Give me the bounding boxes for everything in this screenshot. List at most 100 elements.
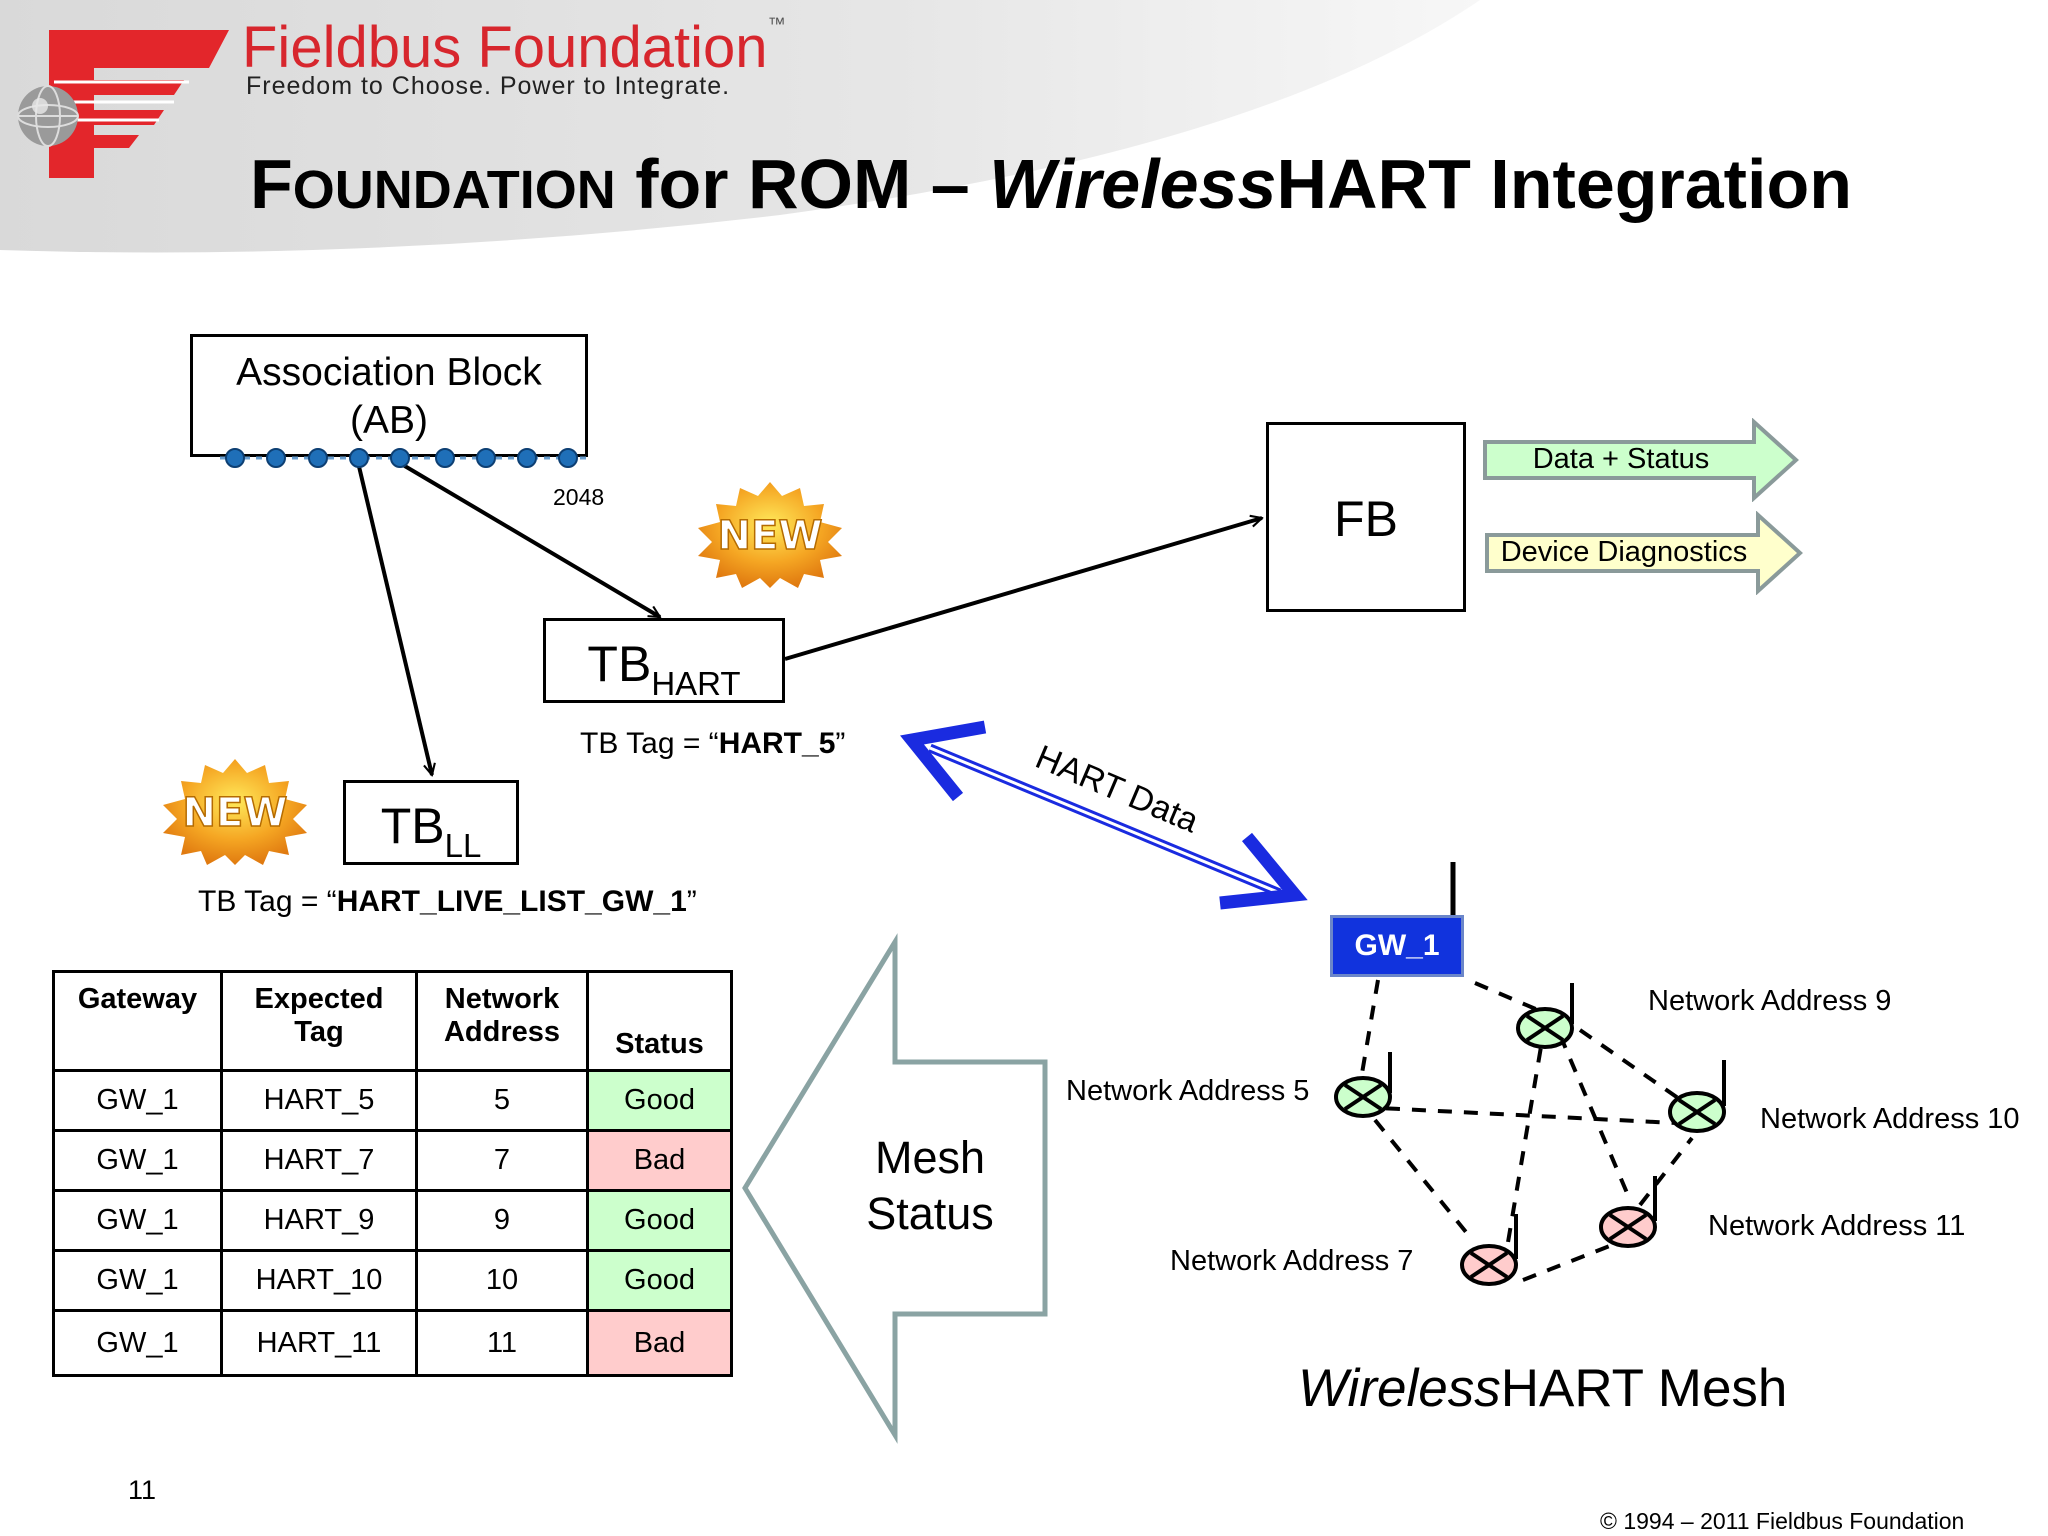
tb-ll-sub: LL (444, 827, 482, 864)
cell-address: 5 (415, 1069, 589, 1132)
table-row: GW_1 HART_9 9 Good (52, 1189, 733, 1252)
cell-address: 7 (415, 1129, 589, 1192)
tb-hart-label: TBHART (546, 635, 782, 702)
table-row: GW_1 HART_7 7 Bad (52, 1129, 733, 1192)
ab-to-tbll-arrow (355, 457, 432, 775)
title-part1-smallcaps: OUNDATION (292, 160, 616, 220)
mesh-status-line1: Mesh (874, 1132, 986, 1183)
mesh-status-label: Mesh Status (840, 1130, 1020, 1242)
ab-count-label: 2048 (553, 484, 605, 510)
cell-status: Good (586, 1189, 733, 1252)
tb-hart-main: TB (587, 636, 652, 692)
ab-to-tbhart-arrow (396, 460, 660, 619)
hart-data-double-arrow (900, 720, 1308, 910)
cell-gateway: GW_1 (52, 1069, 223, 1132)
title-part3: HART Integration (1276, 145, 1852, 223)
column-header-gateway: Gateway (52, 970, 223, 1072)
tb-ll-block: TBLL (343, 780, 519, 865)
mesh-title-italic: Wireless (1298, 1359, 1501, 1418)
title-italic: Wireless (989, 145, 1277, 223)
column-header-expected-tag: Expected Tag (220, 970, 418, 1072)
tb-tag-prefix: TB Tag = “ (198, 885, 337, 918)
tb-ll-main: TB (380, 798, 445, 854)
tb-ll-tag-value: HART_LIVE_LIST_GW_1 (336, 885, 687, 918)
network-address-5-label: Network Address 5 (1066, 1075, 1310, 1107)
mesh-status-line2: Status (866, 1188, 994, 1239)
gateway-box: GW_1 (1330, 915, 1464, 977)
slide-title: FOUNDATION for ROM – WirelessHART Integr… (250, 144, 1852, 224)
association-block: Association Block (AB) (190, 334, 588, 457)
cell-status: Good (586, 1069, 733, 1132)
network-address-11-label: Network Address 11 (1708, 1210, 1966, 1242)
title-part2: for ROM – (615, 145, 990, 223)
header-line: Tag (294, 1016, 344, 1048)
cell-tag: HART_11 (220, 1309, 418, 1377)
title-part1: F (250, 145, 293, 223)
tb-tag-suffix: ” (835, 727, 846, 760)
logo-tagline: Freedom to Choose. Power to Integrate. (246, 72, 731, 100)
wirelesshart-mesh-title: WirelessHART Mesh (1298, 1358, 1787, 1419)
cell-gateway: GW_1 (52, 1309, 223, 1377)
mesh-node-10 (1668, 1060, 1726, 1133)
fb-block: FB (1266, 422, 1466, 612)
mesh-title-rest: HART Mesh (1500, 1359, 1788, 1418)
device-diagnostics-label: Device Diagnostics (1500, 536, 1748, 568)
table-row: GW_1 HART_5 5 Good (52, 1069, 733, 1132)
association-block-line1: Association Block (236, 351, 542, 394)
new-badge-label: NEW (718, 513, 823, 559)
new-badge-icon: NEW (698, 482, 842, 588)
header-line: Gateway (77, 983, 198, 1015)
cell-tag: HART_7 (220, 1129, 418, 1192)
tb-tag-prefix: TB Tag = “ (580, 727, 719, 760)
new-badge-icon: NEW (163, 759, 307, 865)
logo-title: Fieldbus Foundation™ (242, 14, 786, 81)
mesh-status-table: Gateway Expected Tag Network Address Sta… (52, 970, 733, 1377)
cell-tag: HART_9 (220, 1189, 418, 1252)
mesh-node-5 (1334, 1052, 1392, 1118)
cell-address: 9 (415, 1189, 589, 1252)
new-badge-label: NEW (183, 790, 288, 836)
ab-connector-dots (220, 448, 590, 468)
data-status-arrow (1483, 418, 1799, 502)
tb-hart-block: TBHART (543, 618, 785, 703)
tb-hart-sub: HART (651, 665, 741, 702)
cell-status: Good (586, 1249, 733, 1312)
table-row: GW_1 HART_11 11 Bad (52, 1309, 733, 1377)
cell-status: Bad (586, 1129, 733, 1192)
header-line: Address (443, 1016, 561, 1048)
tb-ll-label: TBLL (346, 797, 516, 864)
mesh-node-7 (1460, 1214, 1518, 1286)
network-address-10-label: Network Address 10 (1760, 1103, 2020, 1135)
fieldbus-logo-icon (17, 30, 229, 178)
table-header-row: Gateway Expected Tag Network Address Sta… (52, 970, 733, 1072)
tb-hart-tag-value: HART_5 (718, 727, 836, 760)
cell-tag: HART_5 (220, 1069, 418, 1132)
page-number: 11 (128, 1475, 157, 1505)
tbhart-to-fb-arrow (784, 518, 1262, 661)
network-address-9-label: Network Address 9 (1648, 985, 1892, 1017)
cell-tag: HART_10 (220, 1249, 418, 1312)
cell-gateway: GW_1 (52, 1129, 223, 1192)
header-line: Network (444, 983, 560, 1015)
column-header-status: Status (586, 970, 733, 1072)
mesh-links (1358, 979, 1696, 1282)
network-address-7-label: Network Address 7 (1170, 1245, 1414, 1277)
association-block-line2: (AB) (350, 399, 428, 442)
header-line: Status (615, 1028, 704, 1060)
table-row: GW_1 HART_10 10 Good (52, 1249, 733, 1312)
mesh-node-9 (1516, 983, 1574, 1049)
logo-trademark: ™ (767, 14, 786, 34)
header-line: Expected (254, 983, 384, 1015)
device-diagnostics-arrow (1485, 511, 1803, 595)
cell-status: Bad (586, 1309, 733, 1377)
cell-address: 11 (415, 1309, 589, 1377)
tb-tag-suffix: ” (686, 885, 697, 918)
column-header-network-address: Network Address (415, 970, 589, 1072)
cell-gateway: GW_1 (52, 1249, 223, 1312)
cell-address: 10 (415, 1249, 589, 1312)
data-status-label: Data + Status (1532, 443, 1710, 475)
fb-label: FB (1334, 491, 1398, 547)
mesh-status-arrow (742, 933, 1048, 1444)
logo-title-text: Fieldbus Foundation (242, 15, 768, 80)
